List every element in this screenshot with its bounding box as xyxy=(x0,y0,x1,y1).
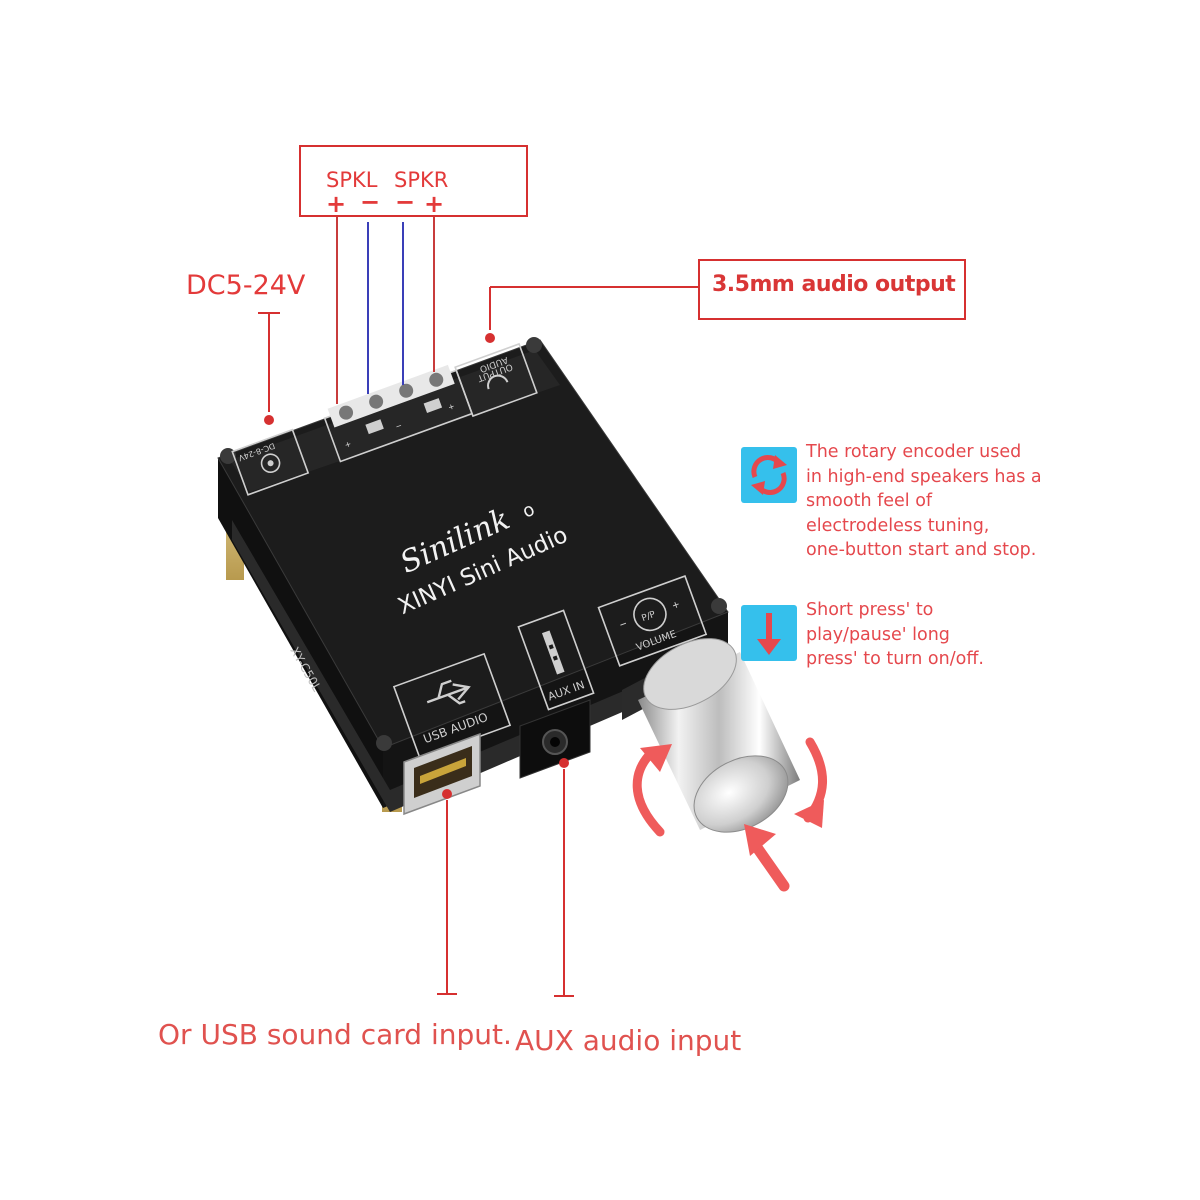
usb-input-leader xyxy=(437,789,457,995)
rotary-note-line: The rotary encoder used xyxy=(806,442,1022,462)
audio-output-label: 3.5mm audio output xyxy=(712,272,956,297)
amplifier-board: DC-8-24V + − + AUDIO OUTPUT Sinilink o xyxy=(217,337,800,833)
svg-text:+: + xyxy=(447,401,456,413)
pcb-edge xyxy=(232,520,720,812)
press-arrow-icon xyxy=(744,824,790,892)
aux-input-leader xyxy=(554,758,574,997)
aux-jack xyxy=(519,699,591,779)
polarity-minus-left: − xyxy=(360,188,381,216)
spkr-label: SPKR xyxy=(394,168,449,192)
press-down-icon xyxy=(741,605,797,661)
rotary-note: The rotary encoder used in high-end spea… xyxy=(806,440,1042,563)
rotary-note-line: smooth feel of xyxy=(806,491,933,511)
spkl-label: SPKL xyxy=(326,168,378,192)
polarity-plus-left: + xyxy=(326,190,347,218)
press-note: Short press' to play/pause' long press' … xyxy=(806,598,984,672)
press-note-line: press' to turn on/off. xyxy=(806,649,984,669)
polarity-minus-right: − xyxy=(395,188,416,216)
rotate-encoder-icon xyxy=(741,447,797,503)
speaker-terminal-callout xyxy=(299,145,528,217)
svg-text:+: + xyxy=(344,439,353,451)
rotate-arrows-icon xyxy=(632,737,827,837)
usb-input-label: Or USB sound card input. xyxy=(158,1018,512,1051)
rotary-knob xyxy=(622,638,800,833)
speaker-wires xyxy=(336,215,435,404)
svg-text:+: + xyxy=(670,597,681,613)
press-note-line: Short press' to xyxy=(806,600,934,620)
svg-text:−: − xyxy=(617,616,628,632)
speaker-terminal-block: + − + xyxy=(323,364,474,463)
audio-output-callout xyxy=(698,259,966,320)
rotary-note-line: electrodeless tuning, xyxy=(806,515,990,536)
rotary-note-line: in high-end speakers has a xyxy=(806,466,1042,487)
pp-silk-text: P/P xyxy=(640,610,657,624)
press-note-line: play/pause' long xyxy=(806,624,950,645)
aux-input-label: AUX audio input xyxy=(515,1024,742,1057)
rotary-note-line: one-button start and stop. xyxy=(806,540,1037,560)
power-label: DC5-24V xyxy=(186,270,306,301)
power-leader xyxy=(258,312,280,425)
usb-port xyxy=(403,732,481,816)
board-top-sheen xyxy=(230,350,560,492)
svg-text:−: − xyxy=(394,421,403,433)
polarity-plus-right: + xyxy=(424,190,445,218)
audio-output-leader xyxy=(485,286,700,343)
